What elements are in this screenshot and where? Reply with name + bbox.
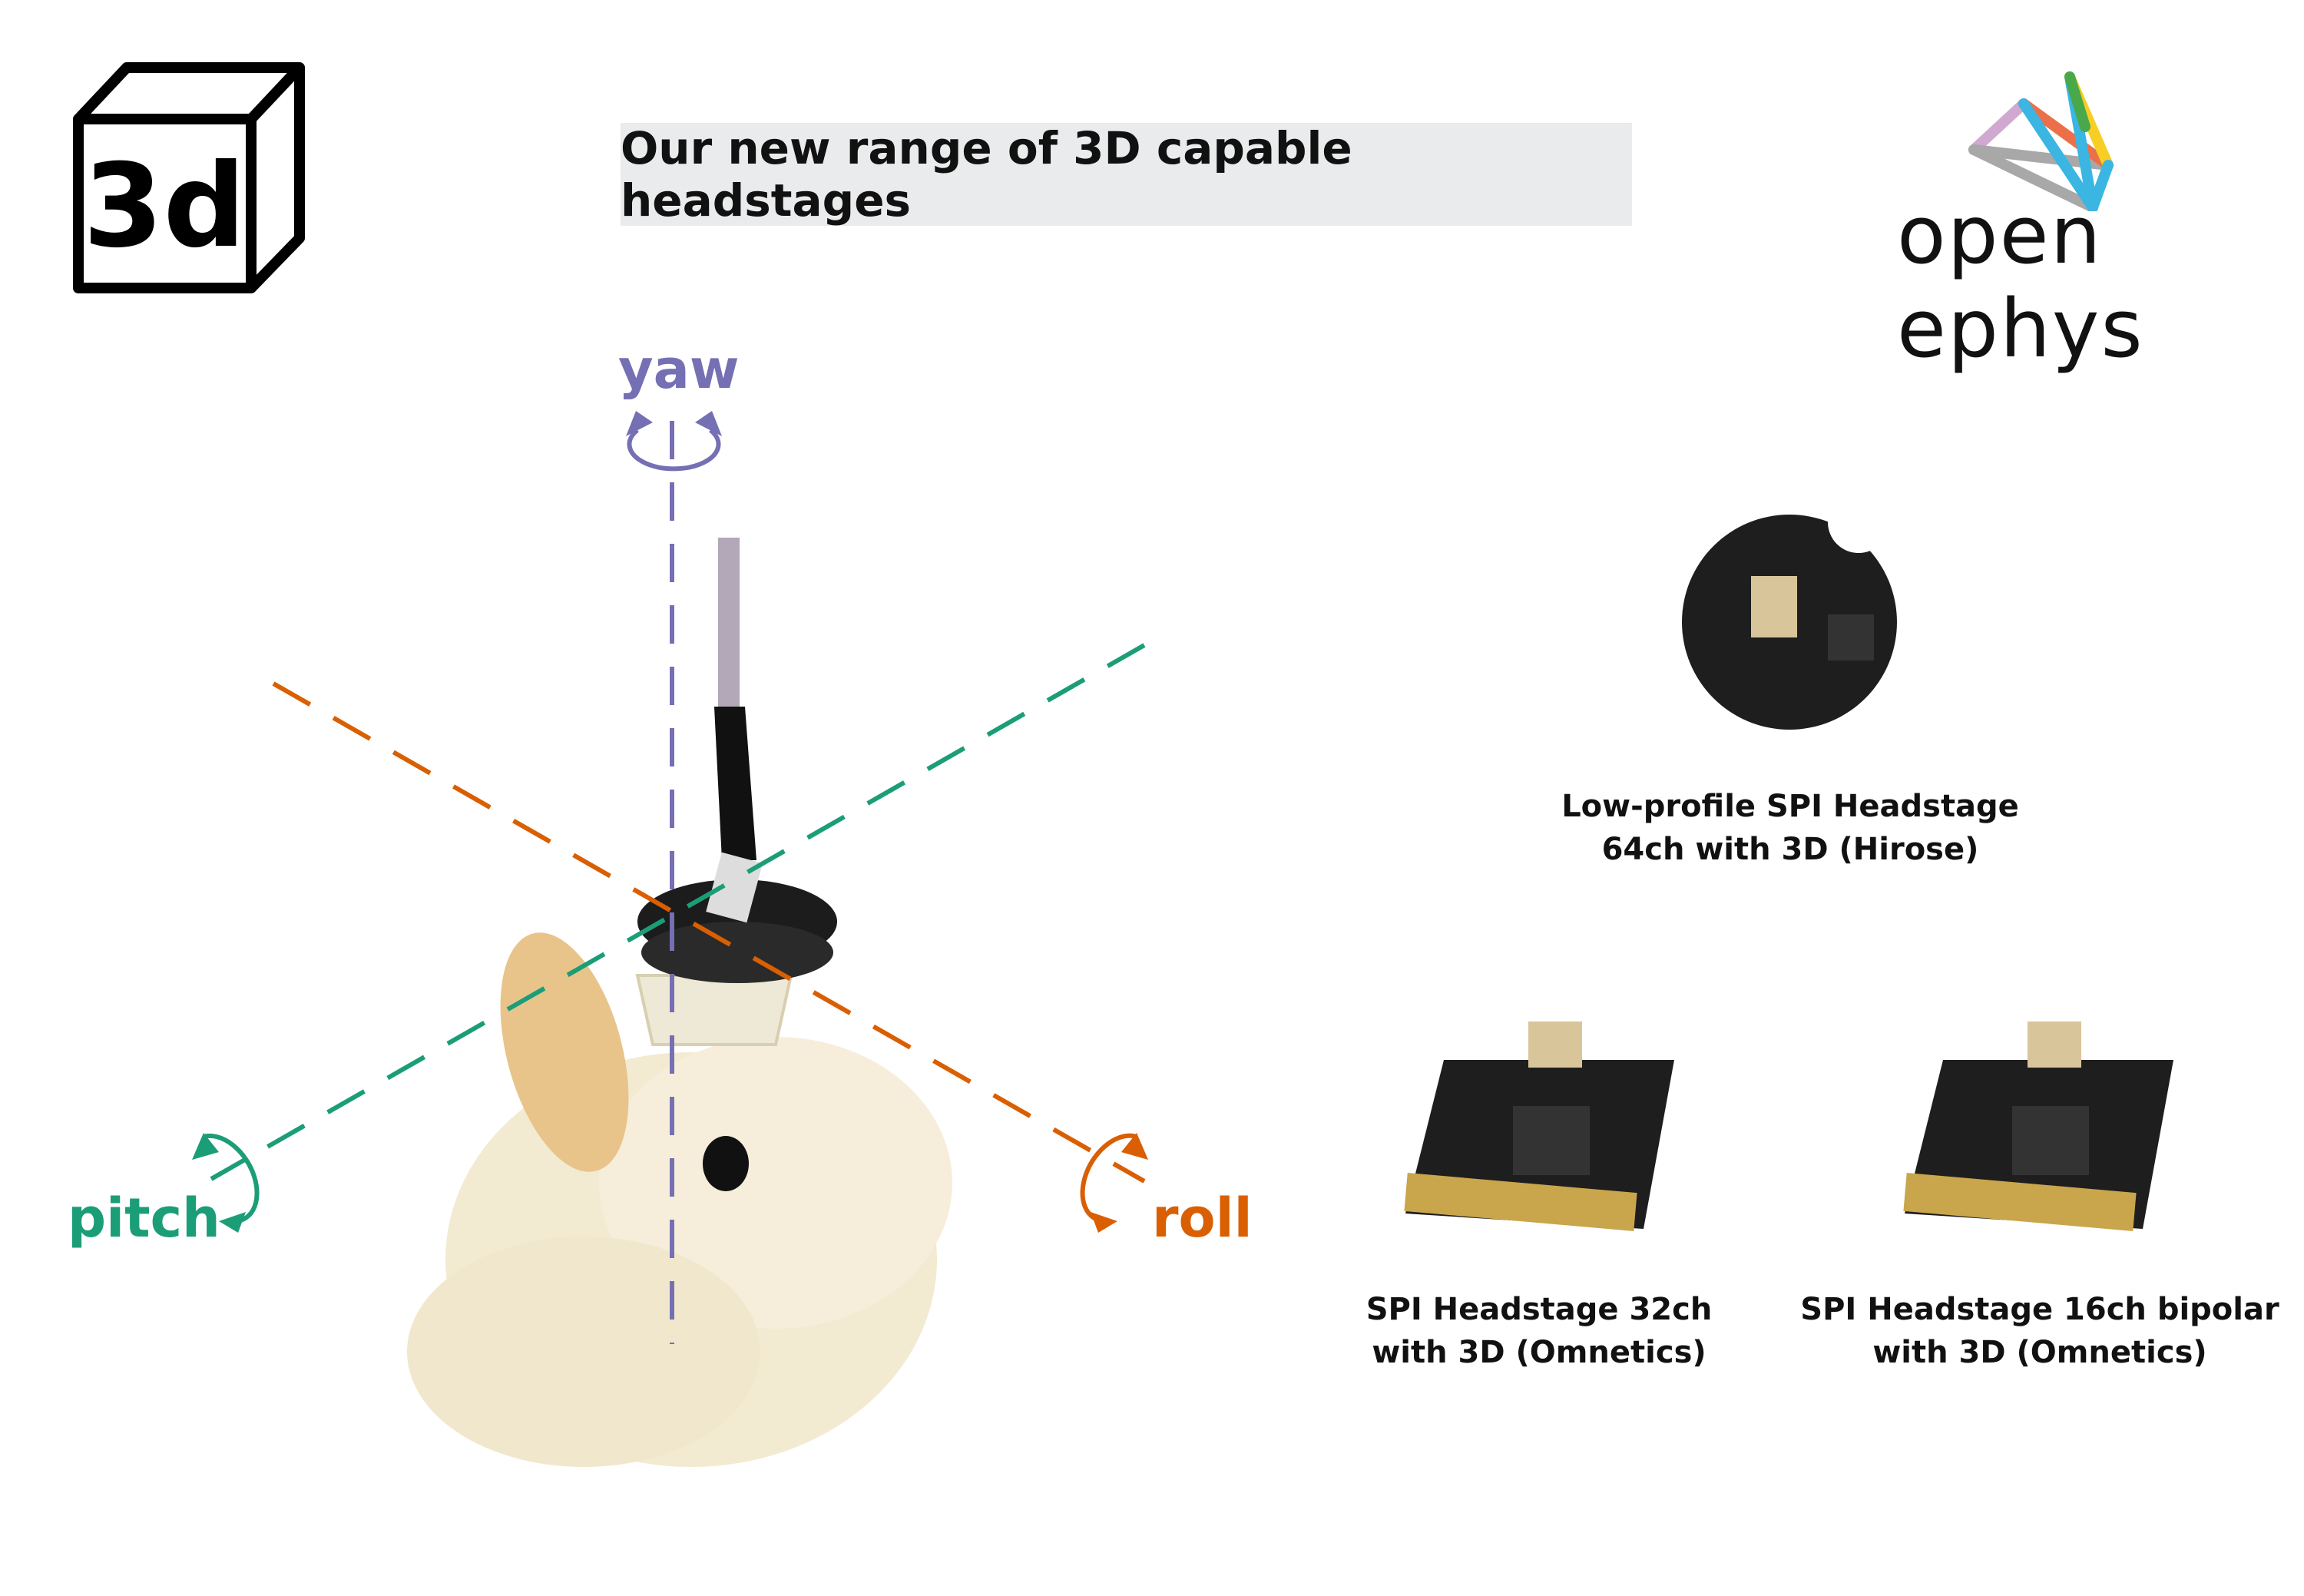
- caption-line: SPI Headstage 32ch: [1366, 1292, 1713, 1327]
- product-caption-32ch: SPI Headstage 32ch with 3D (Omnetics): [1270, 1288, 1808, 1374]
- logo-text: open ephys: [1897, 188, 2144, 376]
- toy-mouse-image: [407, 538, 952, 1467]
- caption-line: with 3D (Omnetics): [1872, 1335, 2207, 1370]
- open-ephys-logo: open ephys: [1897, 58, 2266, 376]
- 3d-badge-text: 3d: [83, 140, 246, 273]
- roll-rotation-icon: [1080, 1133, 1137, 1224]
- omnetics-16ch-headstage-image: [1903, 1022, 2173, 1231]
- yaw-rotation-icon: [627, 428, 721, 472]
- product-caption-16ch: SPI Headstage 16ch bipolar with 3D (Omne…: [1771, 1288, 2304, 1374]
- caption-line: SPI Headstage 16ch bipolar: [1800, 1292, 2279, 1327]
- caption-line: Low-profile SPI Headstage: [1561, 789, 2019, 824]
- yaw-label: yaw: [618, 338, 740, 401]
- title-banner: Our new range of 3D capable headstages: [621, 122, 1632, 227]
- omnetics-32ch-headstage-image: [1404, 1022, 1674, 1231]
- logo-mark-icon: [1968, 71, 2114, 211]
- 3d-cube-icon: 3d: [73, 62, 305, 293]
- pitch-axis: [210, 643, 1146, 1181]
- pitch-rotation-icon: [203, 1133, 260, 1224]
- page-title: Our new range of 3D capable headstages: [621, 122, 1352, 227]
- hirose-headstage-image: [1682, 492, 1897, 730]
- caption-line: with 3D (Omnetics): [1372, 1335, 1706, 1370]
- product-caption-hirose: Low-profile SPI Headstage 64ch with 3D (…: [1521, 785, 2059, 871]
- pitch-label: pitch: [68, 1187, 220, 1250]
- roll-label: roll: [1152, 1187, 1253, 1250]
- caption-line: 64ch with 3D (Hirose): [1601, 832, 1979, 867]
- roll-axis: [272, 681, 1146, 1184]
